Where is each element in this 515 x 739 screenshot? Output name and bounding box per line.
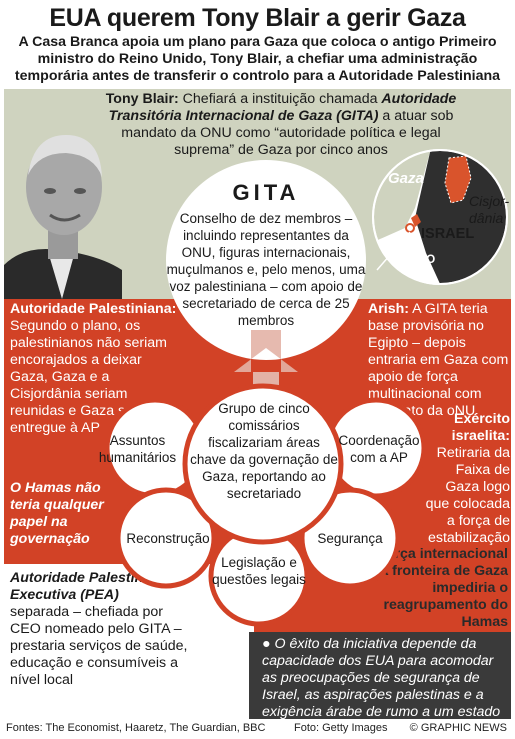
success-note-text: O êxito da iniciativa depende da capacid… — [262, 636, 501, 720]
gita-description: Conselho de dez membros – incluindo repr… — [166, 211, 366, 328]
footer-photo: Foto: Getty Images — [294, 722, 388, 734]
pea-block: Autoridade Palestiniana Executiva (PEA) … — [10, 570, 195, 689]
forca-note: Força internacional na fronteira de Gaza… — [371, 546, 508, 630]
blair-text-2: a atuar sob mandato da ONU como “autorid… — [121, 108, 454, 158]
arish-text: A GITA teria base provisória no Egipto –… — [368, 301, 509, 419]
ap-heading: Autoridade Palestiniana: — [10, 301, 177, 317]
map-label-israel: ISRAEL — [421, 226, 475, 242]
ap-block: Autoridade Palestiniana: Segundo o plano… — [10, 301, 180, 437]
pea-heading: Autoridade Palestiniana Executiva (PEA) — [10, 570, 172, 603]
center-description: Grupo de cinco comissários fiscalizariam… — [190, 401, 338, 501]
blair-description: Tony Blair: Chefiará a instituição chama… — [98, 91, 464, 159]
gita-circle — [166, 160, 366, 360]
arish-block: Arish: A GITA teria base provisória no E… — [368, 301, 510, 420]
hamas-note: O Hamas não teria qualquer papel na gove… — [10, 480, 104, 547]
gita-title: GITA — [232, 180, 300, 205]
map-label-egipto: EGIPTO — [392, 254, 436, 266]
tony-blair-photo — [4, 105, 122, 299]
exercito-block: Exército israelita: Retiraria da Faixa d… — [420, 411, 510, 547]
page-subtitle: A Casa Branca apoia um plano para Gaza q… — [14, 34, 501, 84]
petal-label-assuntos: Assuntos humanitários — [98, 433, 177, 465]
exercito-text: Retiraria da Faixa de Gaza logo que colo… — [425, 445, 510, 546]
petal-label-coordenacao: Coordenação com a AP — [338, 433, 420, 465]
bullet-icon: ● — [262, 636, 271, 652]
exercito-heading: Exército israelita: — [451, 411, 510, 444]
petal-label-reconstrucao: Reconstrução — [126, 531, 210, 546]
page-title: EUA querem Tony Blair a gerir Gaza — [49, 4, 466, 32]
ap-text: Segundo o plano, os palestinianos não se… — [10, 318, 167, 436]
footer-credit: © GRAPHIC NEWS — [409, 722, 507, 734]
petal-label-seguranca: Segurança — [317, 531, 383, 546]
footer-sources: Fontes: The Economist, Haaretz, The Guar… — [6, 722, 266, 734]
blair-institution: Autoridade Transitória Internacional de … — [108, 91, 457, 124]
pea-text: separada – chefiada por CEO nomeado pelo… — [10, 604, 188, 688]
blair-text-1: Chefiará a instituição chamada — [178, 91, 382, 107]
arish-heading: Arish: — [368, 301, 409, 317]
map-label-gaza: Gaza — [388, 170, 424, 187]
petal-label-legislacao: Legislação e questões legais — [212, 555, 306, 587]
gaza-locator-map — [372, 149, 508, 285]
success-note: ● O êxito da iniciativa depende da capac… — [262, 636, 506, 721]
blair-name: Tony Blair: — [105, 91, 179, 107]
note-panel — [249, 632, 511, 719]
map-label-cisjordania: Cisjor-dânia — [469, 193, 510, 226]
